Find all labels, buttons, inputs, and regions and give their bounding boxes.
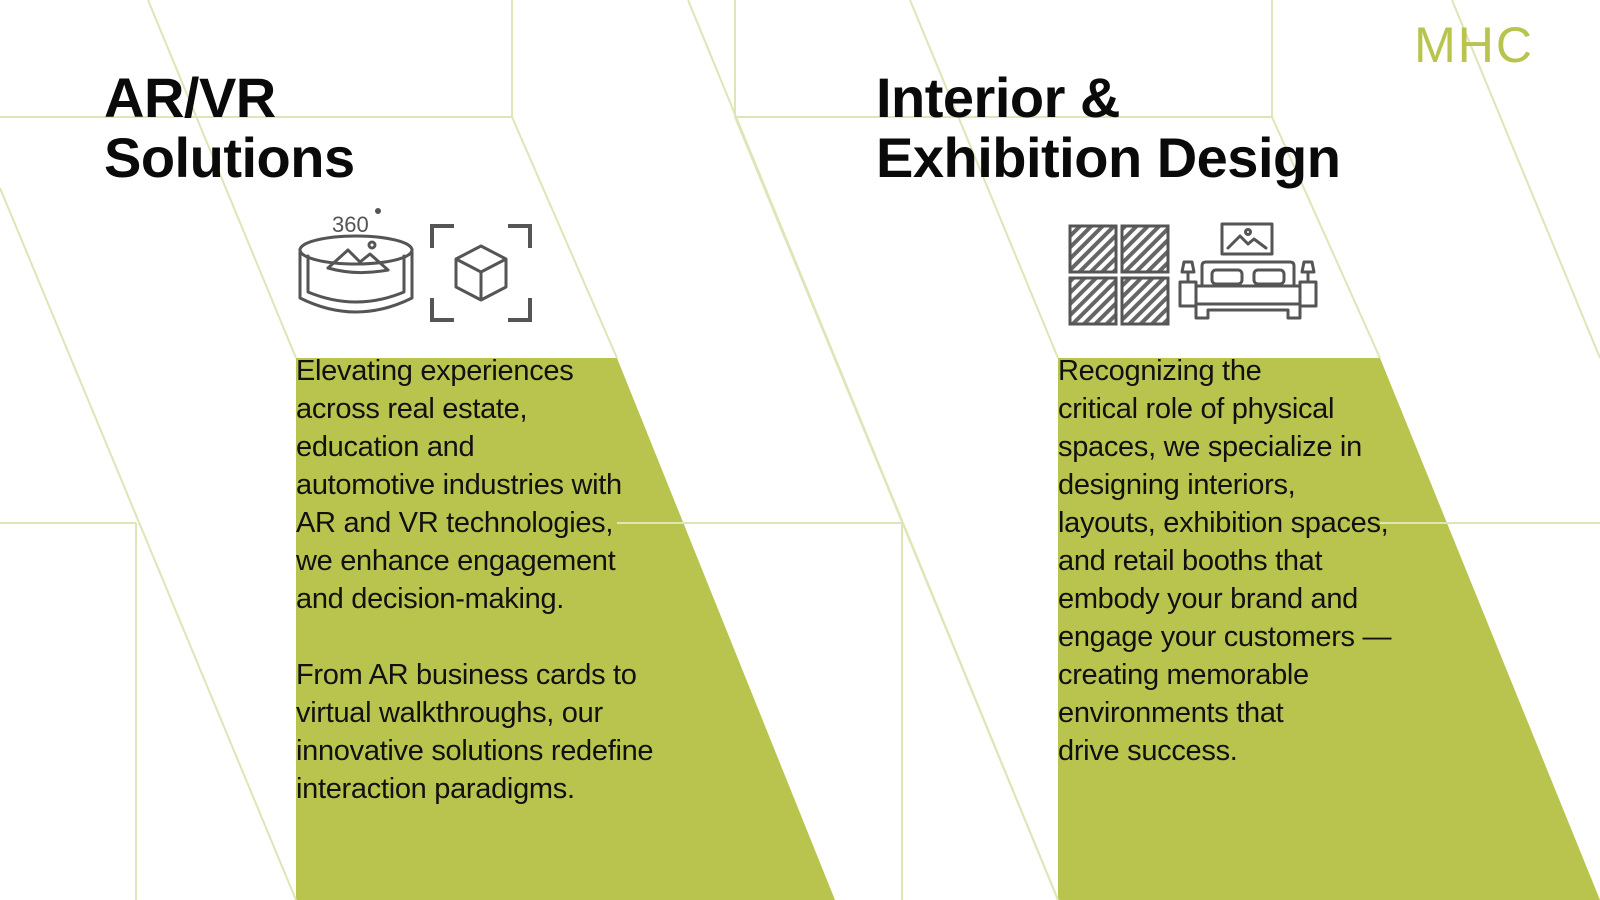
section-title-line: Solutions [104, 126, 355, 189]
icon-label-360: 360 [332, 212, 369, 237]
section-title-interior-exhibition: Interior & Exhibition Design [876, 66, 1341, 189]
section-description-interior-exhibition: Recognizing the critical role of physica… [1058, 352, 1478, 770]
section-description-ar-vr: Elevating experiences across real estate… [296, 352, 736, 808]
brand-logo: MHC [1414, 17, 1534, 73]
green-panel-left [296, 358, 835, 900]
tile-pattern-icon [1068, 224, 1170, 326]
bedroom-icon [1178, 222, 1318, 320]
ar-cube-icon [430, 224, 532, 322]
section-title-line: Exhibition Design [876, 126, 1341, 189]
section-title-line: Interior & [876, 66, 1120, 129]
green-panel-right [1058, 358, 1600, 900]
paragraph: Recognizing the critical role of physica… [1058, 355, 1392, 767]
section-title-line: AR/VR [104, 66, 276, 129]
section-title-ar-vr: AR/VR Solutions [104, 68, 355, 188]
360-view-icon: 360 [298, 208, 414, 314]
paragraph: From AR business cards to virtual walkth… [296, 659, 654, 805]
paragraph: Elevating experiences across real estate… [296, 355, 622, 615]
